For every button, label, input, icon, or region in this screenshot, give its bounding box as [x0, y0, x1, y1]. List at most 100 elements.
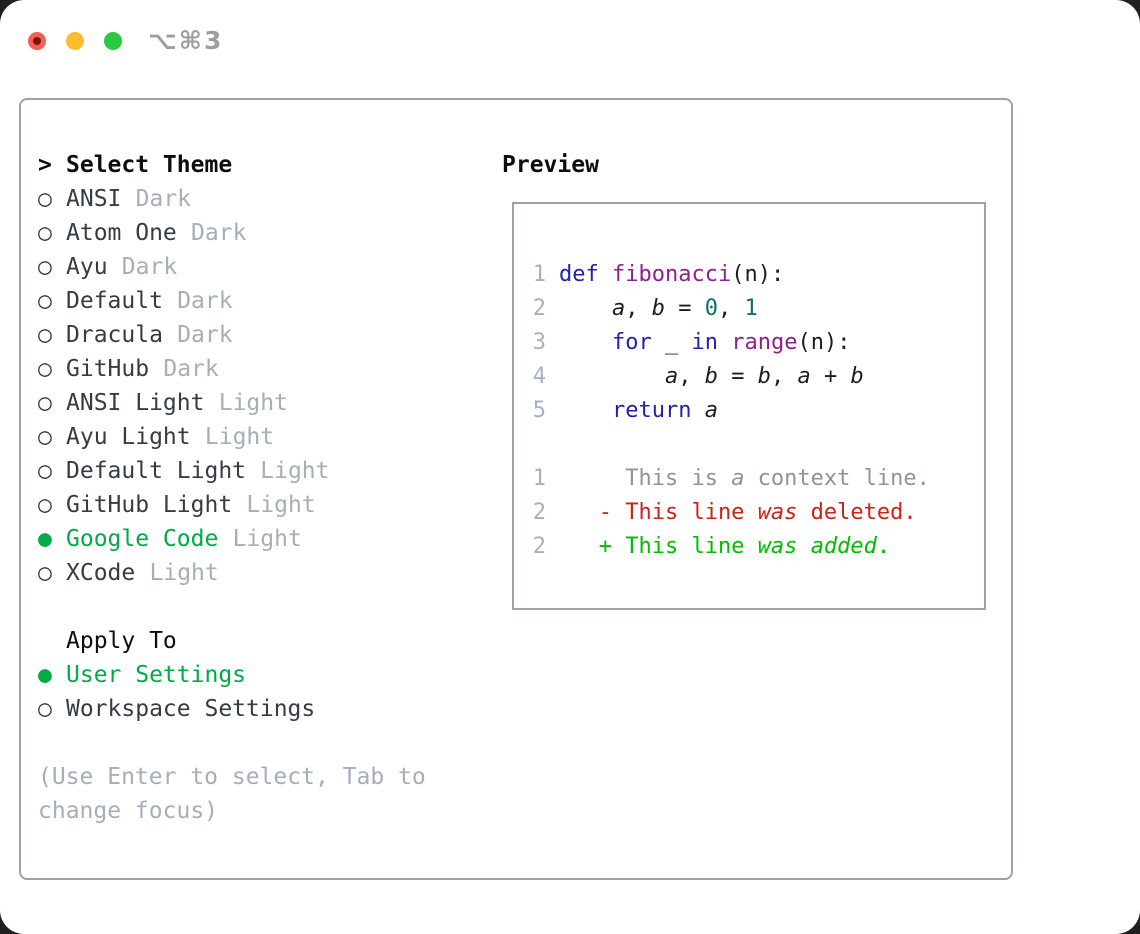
code-segment: b: [757, 364, 771, 389]
theme-option-atom-one[interactable]: ○ Atom One Dark: [38, 216, 440, 250]
line-number: 1: [532, 466, 546, 491]
code-segment: b: [704, 364, 718, 389]
code-segment: ,: [770, 364, 798, 389]
theme-option-ayu[interactable]: ○ Ayu Dark: [38, 250, 440, 284]
code-segment: [559, 398, 612, 423]
code-segment: return: [611, 398, 692, 423]
apply-option-workspace-settings[interactable]: ○ Workspace Settings: [38, 692, 440, 726]
minimize-button[interactable]: [66, 31, 84, 50]
option-variant-label: Dark: [191, 220, 247, 246]
code-line: 5 return a: [532, 394, 984, 428]
code-segment: [797, 534, 810, 559]
code-segment: =: [664, 296, 705, 321]
code-segment: fibonacci: [612, 262, 732, 287]
line-content: return a: [559, 394, 718, 428]
option-variant-label: Dark: [177, 322, 233, 348]
line-content: + This line was added.: [559, 530, 890, 564]
code-segment: [559, 364, 665, 389]
preview-box: 1 def fibonacci(n): 2 a, b = 0, 1 3 for …: [512, 202, 986, 610]
option-label: Default: [66, 288, 163, 314]
select-theme-title: Select Theme: [66, 152, 233, 178]
apply-option-user-settings[interactable]: ● User Settings: [38, 658, 440, 692]
apply-to-title: Apply To: [66, 628, 177, 654]
radio-icon: ○: [38, 458, 52, 484]
theme-option-dracula[interactable]: ○ Dracula Dark: [38, 318, 440, 352]
option-variant-label: Light: [204, 424, 275, 450]
option-label: Ayu Light: [66, 424, 191, 450]
radio-icon: ○: [38, 356, 52, 382]
theme-option-github-light[interactable]: ○ GitHub Light Light: [38, 488, 440, 522]
code-segment: b: [651, 296, 665, 321]
option-label: XCode: [66, 560, 136, 586]
option-variant-label: Dark: [177, 288, 233, 314]
radio-icon: ○: [38, 220, 52, 246]
option-label: Default Light: [66, 458, 247, 484]
line-content: def fibonacci(n):: [559, 258, 784, 292]
theme-column: > Select Theme ○ ANSI Dark ○ Atom One Da…: [38, 148, 440, 828]
theme-option-default-light[interactable]: ○ Default Light Light: [38, 454, 440, 488]
window-shortcut-label: ⌥⌘3: [148, 26, 224, 55]
close-dot-icon: [33, 36, 41, 45]
theme-option-ansi-light[interactable]: ○ ANSI Light Light: [38, 386, 440, 420]
line-number: 5: [532, 398, 546, 423]
theme-list: ○ ANSI Dark ○ Atom One Dark ○ Ayu Dark ○…: [38, 182, 440, 590]
theme-picker-panel: > Select Theme ○ ANSI Dark ○ Atom One Da…: [19, 98, 1013, 880]
theme-option-default[interactable]: ○ Default Dark: [38, 284, 440, 318]
focus-arrow-icon: >: [38, 152, 52, 178]
traffic-lights: [28, 31, 122, 50]
code-segment: (n):: [797, 330, 851, 355]
theme-option-github[interactable]: ○ GitHub Dark: [38, 352, 440, 386]
code-segment: - This line: [559, 500, 758, 525]
line-content: a, b = 0, 1: [559, 292, 758, 326]
code-segment: (n):: [731, 262, 785, 287]
code-segment: [718, 330, 731, 355]
line-number: 3: [532, 330, 546, 355]
option-label: ANSI Light: [66, 390, 205, 416]
theme-option-google-code[interactable]: ● Google Code Light: [38, 522, 440, 556]
code-segment: a: [611, 296, 626, 321]
option-variant-label: Light: [246, 492, 316, 518]
option-label: Atom One: [66, 220, 177, 246]
code-line: 4 a, b = b, a + b: [532, 360, 984, 394]
code-segment: in: [691, 330, 718, 355]
help-text: (Use Enter to select, Tab to change focu…: [38, 764, 426, 824]
option-variant-label: Dark: [135, 186, 192, 212]
code-line: 1 def fibonacci(n):: [532, 258, 984, 292]
code-segment: was: [757, 500, 798, 525]
code-line: 3 for _ in range(n):: [532, 326, 984, 360]
radio-icon: ○: [38, 186, 52, 212]
zoom-button[interactable]: [104, 31, 122, 50]
preview-column: Preview 1 def fibonacci(n): 2 a, b = 0, …: [502, 148, 986, 610]
line-content: for _ in range(n):: [559, 326, 850, 360]
code-segment: for: [611, 330, 652, 355]
line-number: 2: [532, 534, 546, 559]
code-segment: ,: [625, 296, 652, 321]
radio-icon: ●: [38, 526, 52, 552]
radio-icon: ○: [38, 560, 52, 586]
theme-option-ayu-light[interactable]: ○ Ayu Light Light: [38, 420, 440, 454]
line-number: 1: [532, 262, 546, 287]
code-segment: [559, 296, 612, 321]
code-segment: +: [810, 364, 851, 389]
theme-option-ansi[interactable]: ○ ANSI Dark: [38, 182, 440, 216]
option-label: User Settings: [66, 662, 247, 688]
code-preview: 1 def fibonacci(n): 2 a, b = 0, 1 3 for …: [532, 258, 984, 428]
apply-to-options: ● User Settings ○ Workspace Settings: [38, 658, 440, 726]
code-segment: context line.: [744, 466, 930, 491]
line-content: - This line was deleted.: [559, 496, 917, 530]
code-segment: b: [850, 364, 864, 389]
close-button[interactable]: [28, 31, 46, 50]
apply-to-section: Apply To ● User Settings ○ Workspace Set…: [38, 624, 440, 726]
diff-line: 2 - This line was deleted.: [532, 496, 984, 530]
apply-to-indent: [38, 624, 66, 658]
window-titlebar: ⌥⌘3: [28, 28, 223, 53]
option-label: Ayu: [66, 254, 108, 280]
option-label: Dracula: [66, 322, 163, 348]
theme-option-xcode[interactable]: ○ XCode Light: [38, 556, 440, 590]
radio-icon: ○: [38, 322, 52, 348]
code-segment: a: [731, 466, 745, 491]
option-variant-label: Light: [149, 560, 219, 586]
radio-icon: ○: [38, 492, 52, 518]
code-segment: This is: [559, 466, 732, 491]
